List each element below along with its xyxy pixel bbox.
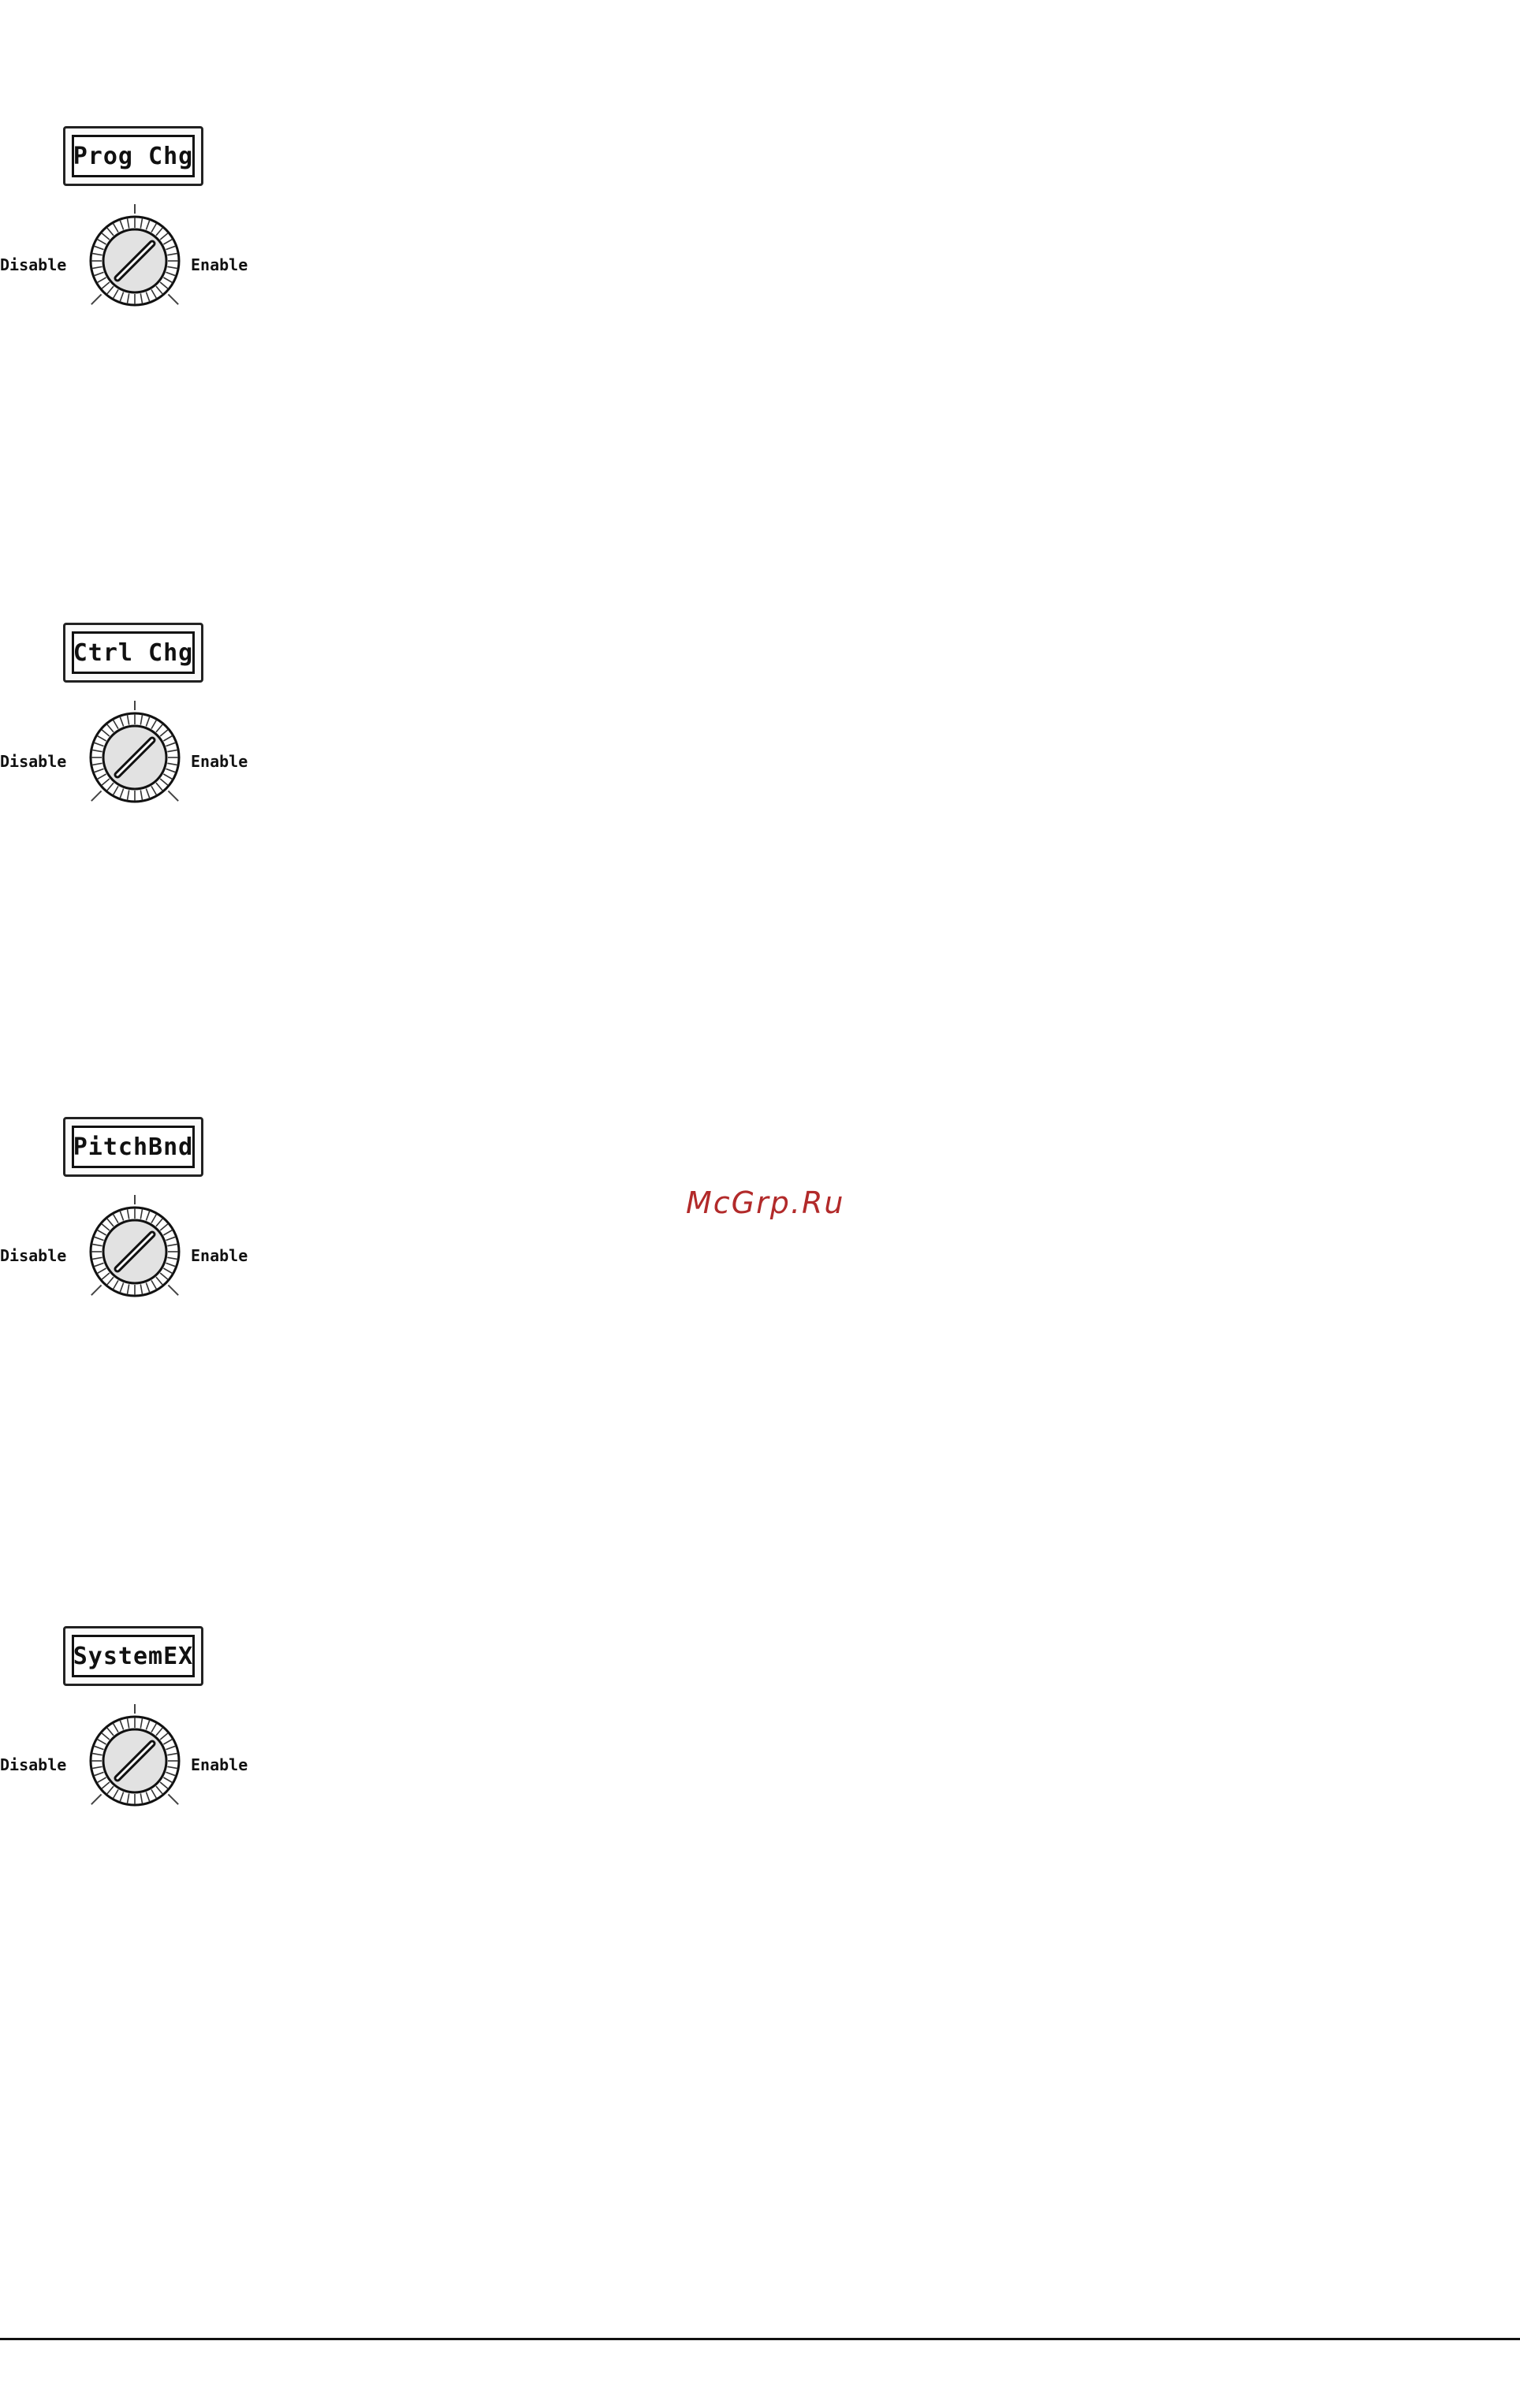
lcd-display: PitchBnd xyxy=(63,1117,203,1177)
rotary-knob-icon[interactable] xyxy=(76,698,194,817)
lcd-display: Ctrl Chg xyxy=(63,623,203,683)
rotary-knob-icon[interactable] xyxy=(76,1702,194,1820)
lcd-text: Ctrl Chg xyxy=(73,639,194,667)
lcd-text: SystemEX xyxy=(73,1643,194,1670)
enable-label: Enable xyxy=(191,1246,248,1265)
footer-divider xyxy=(0,2338,1520,2340)
disable-label: Disable xyxy=(0,255,66,274)
rotary-knob-icon[interactable] xyxy=(76,202,194,320)
ctrl-chg-control: Ctrl Chg Disable Enable xyxy=(0,623,268,828)
enable-label: Enable xyxy=(191,1755,248,1774)
watermark-text: McGrp.Ru xyxy=(686,1185,844,1220)
prog-chg-control: Prog Chg Disable Enable xyxy=(0,126,268,331)
lcd-display: Prog Chg xyxy=(63,126,203,186)
enable-label: Enable xyxy=(191,255,248,274)
systemex-control: SystemEX Disable Enable xyxy=(0,1626,268,1831)
lcd-display: SystemEX xyxy=(63,1626,203,1686)
rotary-knob-icon[interactable] xyxy=(76,1193,194,1311)
lcd-text: Prog Chg xyxy=(73,143,194,170)
lcd-text: PitchBnd xyxy=(73,1133,194,1161)
disable-label: Disable xyxy=(0,752,66,771)
enable-label: Enable xyxy=(191,752,248,771)
disable-label: Disable xyxy=(0,1755,66,1774)
pitchbnd-control: PitchBnd Disable Enable xyxy=(0,1117,268,1322)
disable-label: Disable xyxy=(0,1246,66,1265)
